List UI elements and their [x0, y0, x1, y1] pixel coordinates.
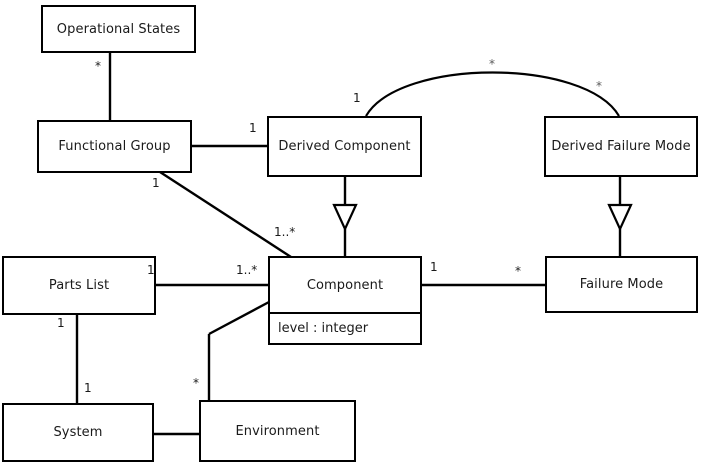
multiplicity-label-failuremode-left: *	[515, 264, 521, 278]
multiplicity-label-partslist-right: 1	[147, 263, 155, 277]
multiplicity-label-fg-to-dc: 1	[249, 121, 257, 135]
class-box-environment[interactable]: Environment	[199, 400, 356, 462]
class-box-operational-states[interactable]: Operational States	[41, 5, 196, 53]
multiplicity-label-dc-arc-start: 1	[353, 91, 361, 105]
class-name-operational-states: Operational States	[56, 21, 181, 37]
multiplicity-label-dfm-arc-end: *	[596, 79, 602, 93]
multiplicity-label-component-to-fg: 1..*	[274, 225, 296, 239]
class-name-component: Component	[306, 277, 384, 293]
multiplicity-label-fg-to-component: 1	[152, 176, 160, 190]
multiplicity-label-partslist-bottom: 1	[57, 316, 65, 330]
class-name-failure-mode: Failure Mode	[579, 277, 664, 292]
edge-environment-component-diagonal	[208, 300, 270, 336]
class-name-parts-list: Parts List	[48, 278, 110, 293]
class-attribute-component-level: level : integer	[270, 312, 420, 343]
multiplicity-label-opstates-to-fg: *	[95, 59, 101, 73]
multiplicity-label-system-top: 1	[84, 381, 92, 395]
multiplicity-label-component-left: 1..*	[236, 263, 258, 277]
multiplicity-label-arc-apex: *	[489, 57, 495, 71]
class-box-parts-list[interactable]: Parts List	[2, 256, 156, 315]
multiplicity-label-component-right: 1	[430, 260, 438, 274]
class-name-functional-group: Functional Group	[58, 139, 171, 154]
class-box-system[interactable]: System	[2, 403, 154, 462]
class-box-derived-failure-mode[interactable]: Derived Failure Mode	[544, 116, 698, 177]
class-box-failure-mode[interactable]: Failure Mode	[545, 256, 698, 313]
class-box-functional-group[interactable]: Functional Group	[37, 120, 192, 173]
class-name-system: System	[53, 425, 103, 440]
edge-derived-component-derived-failure-mode-arc	[365, 71, 620, 117]
multiplicity-label-environment-top: *	[193, 376, 199, 390]
class-name-derived-failure-mode: Derived Failure Mode	[551, 139, 691, 154]
class-box-derived-component[interactable]: Derived Component	[267, 116, 422, 177]
generalization-triangle-icon-failure-mode	[607, 203, 633, 232]
edge-functional-group-component	[159, 170, 292, 259]
class-name-environment: Environment	[235, 423, 320, 439]
class-box-component[interactable]: Component level : integer	[268, 256, 422, 345]
class-name-derived-component: Derived Component	[278, 139, 411, 154]
generalization-triangle-icon-component	[332, 203, 358, 232]
